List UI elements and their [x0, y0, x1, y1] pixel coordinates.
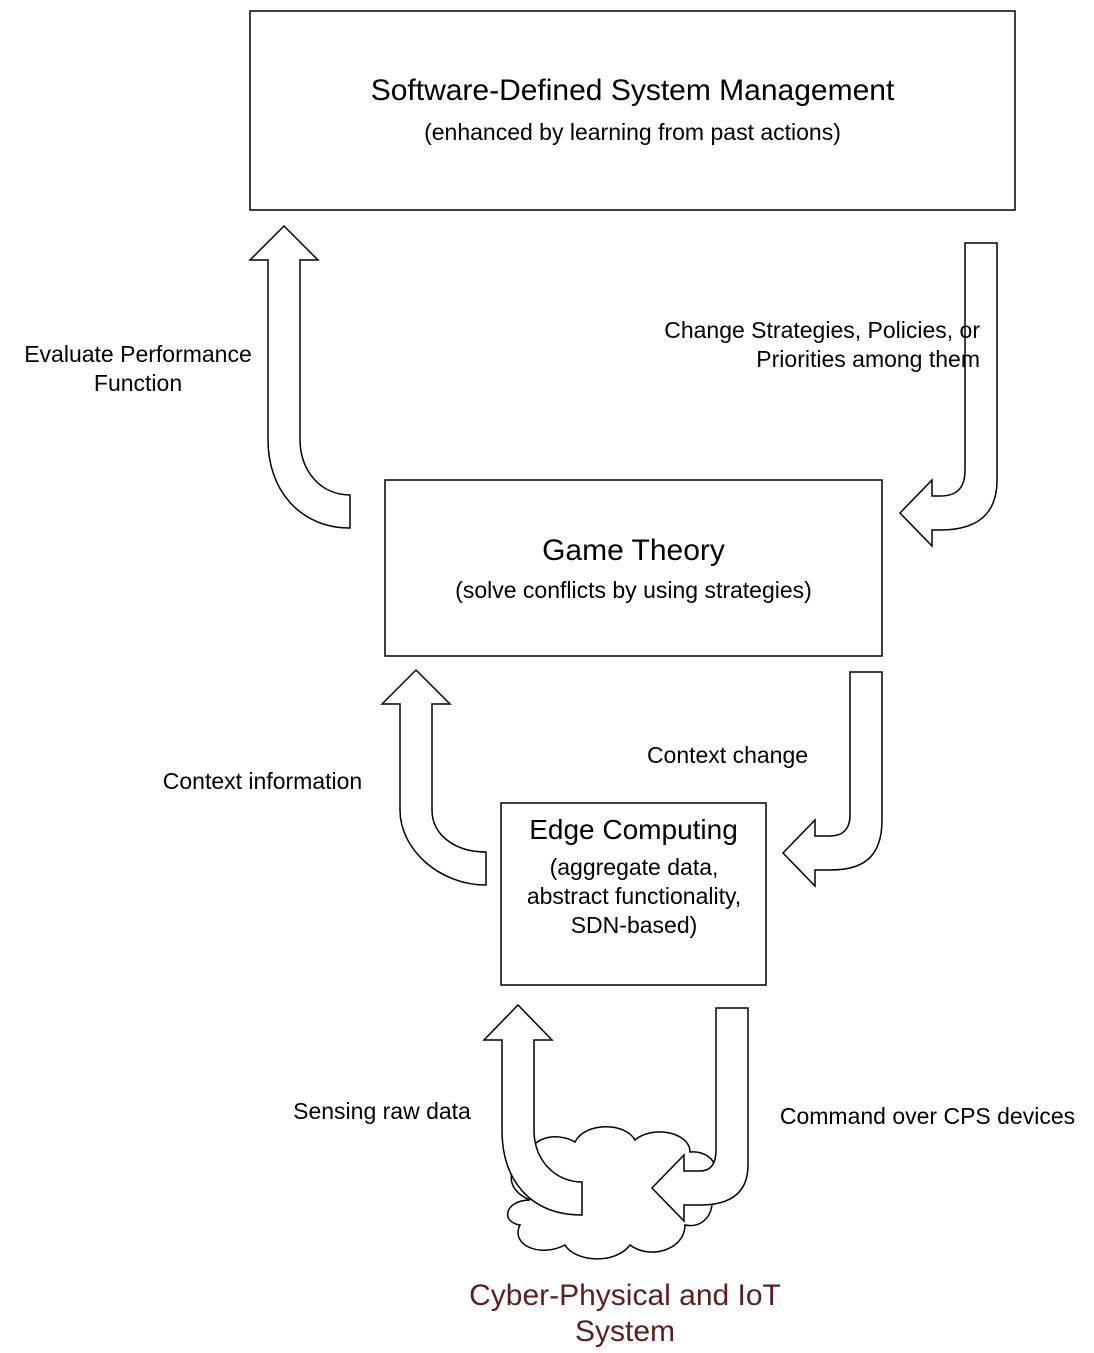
- edge-computing-subtitle: (aggregate data, abstract functionality,…: [526, 854, 742, 938]
- change-strategies-label: Change Strategies, Policies, or Prioriti…: [664, 317, 980, 372]
- edge-computing-title: Edge Computing: [529, 814, 738, 845]
- sdsm-box: [249, 10, 1016, 211]
- context-change-label: Context change: [646, 742, 809, 768]
- sensing-arrow: [482, 1003, 583, 1216]
- context-change-arrow: [781, 671, 883, 888]
- command-cps-label: Command over CPS devices: [779, 1103, 1076, 1129]
- sdsm-subtitle: (enhanced by learning from past actions): [424, 119, 841, 145]
- cps-label: Cyber-Physical and IoT System: [469, 1279, 781, 1348]
- game-theory-subtitle: (solve conflicts by using strategies): [455, 577, 812, 603]
- sensing-raw-data-label: Sensing raw data: [293, 1098, 471, 1124]
- evaluate-arrow: [248, 224, 351, 529]
- context-information-label: Context information: [162, 768, 363, 794]
- change-strategies-arrow: [898, 242, 998, 548]
- game-theory-box: [384, 479, 883, 657]
- command-arrow: [650, 1007, 749, 1223]
- game-theory-title: Game Theory: [542, 534, 725, 567]
- sdsm-title: Software-Defined System Management: [370, 74, 895, 107]
- context-information-arrow: [380, 668, 487, 886]
- evaluate-performance-label: Evaluate Performance Function: [24, 341, 252, 396]
- edge-computing-box: [500, 802, 767, 986]
